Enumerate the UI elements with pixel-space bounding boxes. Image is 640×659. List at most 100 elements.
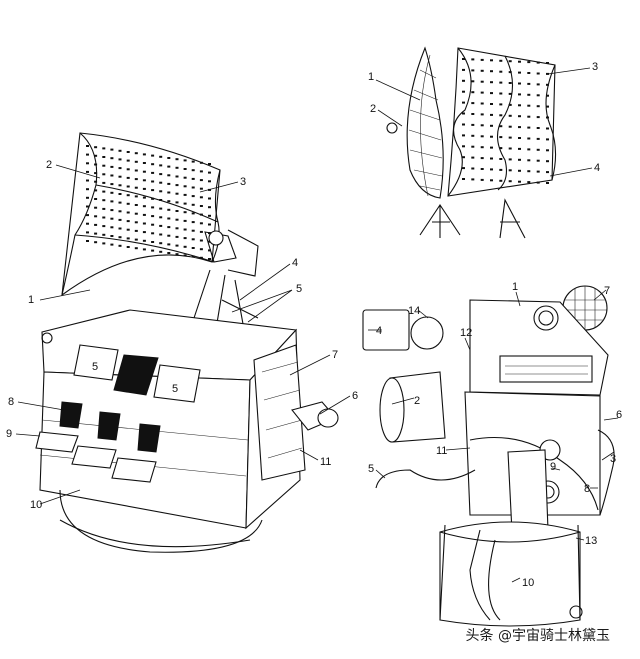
perforation-hole [134, 221, 138, 224]
perforation-hole [536, 72, 540, 75]
perforation-hole [499, 158, 503, 160]
perforation-hole [499, 125, 503, 128]
perforation-hole [546, 62, 549, 64]
perforation-hole [480, 168, 484, 170]
perforation-hole [134, 204, 138, 206]
perforation-hole [490, 103, 493, 105]
perforation-hole [159, 190, 163, 193]
perforation-hole [151, 154, 155, 157]
perforation-hole [199, 161, 203, 164]
callout-br-10: 10 [522, 577, 534, 589]
perforation-hole [167, 234, 171, 237]
perforation-hole [527, 159, 531, 162]
perforation-hole [527, 170, 531, 173]
perforation-hole [480, 135, 484, 138]
perforation-hole [159, 199, 163, 201]
callout-tr-4: 4 [594, 162, 600, 174]
perforation-hole [118, 184, 122, 187]
callout-br-13: 13 [585, 535, 597, 547]
perforation-hole [208, 249, 211, 252]
perforation-hole [527, 104, 531, 107]
perforation-hole [126, 237, 130, 240]
perforation-hole [199, 248, 203, 251]
perforation-hole [546, 160, 549, 163]
perforation-hole [183, 254, 187, 257]
perforation-hole [191, 255, 195, 258]
left-leader-lines [15, 164, 351, 505]
perforation-hole [208, 214, 211, 217]
perforation-hole [183, 202, 187, 205]
perforation-hole [536, 94, 540, 97]
left-turret-base [59, 489, 263, 553]
perforation-hole [546, 72, 549, 75]
perforation-hole [536, 159, 540, 162]
perforation-hole [151, 232, 155, 235]
top-right-reflector [447, 47, 557, 197]
perforation-hole [499, 114, 503, 117]
perforation-hole [126, 151, 130, 153]
perforation-hole [490, 124, 493, 127]
perforation-hole [462, 123, 465, 126]
perforation-hole [159, 233, 163, 236]
perforation-hole [126, 185, 130, 188]
perforation-hole [118, 210, 122, 213]
perforation-hole [490, 135, 493, 138]
perforation-hole [102, 147, 106, 150]
perforation-hole [546, 116, 549, 119]
left-radar-assembly [15, 132, 351, 553]
perforation-hole [102, 181, 106, 184]
perforation-hole [118, 149, 122, 152]
perforation-hole [102, 225, 106, 228]
callout-br-7: 7 [604, 285, 610, 297]
perforation-hole [191, 212, 195, 215]
perforation-hole [490, 179, 493, 182]
perforation-hole [508, 92, 512, 95]
callout-left-5c: 5 [172, 383, 178, 395]
perforation-hole [102, 164, 106, 167]
callout-br-14: 14 [408, 305, 420, 317]
perforation-hole [86, 170, 89, 173]
perforation-hole [118, 244, 122, 247]
perforation-hole [94, 189, 98, 192]
perforation-hole [142, 162, 146, 164]
perforation-hole [518, 60, 521, 63]
callout-left-7: 7 [332, 349, 338, 361]
callout-br-11: 11 [436, 445, 447, 457]
perforation-hole [159, 155, 163, 158]
callout-tr-2: 2 [370, 103, 376, 115]
perforation-hole [499, 179, 503, 182]
perforation-hole [480, 113, 484, 116]
perforation-hole [142, 239, 146, 242]
perforation-hole [480, 124, 484, 127]
perforation-hole [191, 169, 195, 172]
perforation-hole [471, 134, 475, 137]
perforation-hole [167, 243, 171, 246]
perforation-hole [527, 115, 531, 118]
callout-br-9: 9 [550, 461, 556, 473]
perforation-hole [527, 148, 531, 151]
perforation-hole [159, 173, 163, 176]
perforation-hole [175, 244, 179, 247]
callout-left-4: 4 [292, 257, 298, 269]
perforation-hole [518, 137, 521, 139]
perforation-hole [142, 248, 146, 251]
perforation-hole [142, 231, 146, 234]
perforation-hole [142, 205, 146, 208]
perforation-hole [126, 168, 130, 171]
perforation-hole [151, 189, 155, 192]
callout-left-5a: 5 [296, 283, 302, 295]
perforation-hole [508, 71, 512, 74]
perforation-hole [199, 256, 203, 259]
perforation-hole [94, 206, 98, 209]
perforation-hole [142, 222, 146, 225]
perforation-hole [126, 159, 130, 162]
watermark-text: 头条 @宇宙骑士林黛玉 [465, 628, 610, 644]
bottom-right-side-units [362, 309, 446, 443]
perforation-hole [142, 196, 146, 199]
callout-left-3: 3 [240, 176, 246, 188]
perforation-hole [208, 223, 211, 226]
perforation-hole [183, 185, 187, 188]
perforation-hole [208, 180, 211, 183]
perforation-hole [159, 224, 163, 227]
perforation-hole [546, 138, 549, 141]
